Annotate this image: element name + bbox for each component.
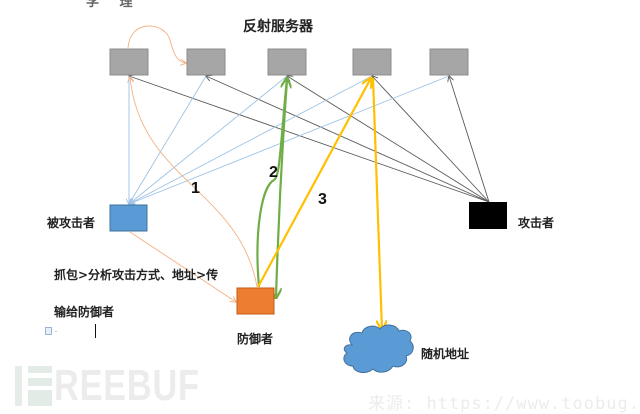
edge-victim-to-defender xyxy=(129,231,236,302)
step-number-1: 1 xyxy=(191,180,200,197)
logo-bar-icon xyxy=(15,366,22,406)
logo-text: REEBUF xyxy=(54,361,200,410)
text-cursor xyxy=(95,324,96,338)
defender-label: 防御者 xyxy=(237,331,273,346)
victim-node xyxy=(109,204,148,232)
edge-server-1-to-server-2 xyxy=(127,25,186,63)
analysis-note-line-1: 抓包>分析攻击方式、地址>传 xyxy=(54,268,219,282)
step-number-3: 3 xyxy=(318,191,327,208)
source-watermark: 来源: https://www.toobug.cn xyxy=(368,394,640,414)
victim-label: 被攻击者 xyxy=(47,215,95,230)
server-node-3 xyxy=(267,48,307,76)
edge-attacker-to-server-5 xyxy=(449,76,490,203)
edge-server-4-to-victim xyxy=(129,75,373,204)
logo-f-icon xyxy=(28,366,52,406)
random-address-cloud xyxy=(343,324,414,374)
server-node-4 xyxy=(352,48,392,76)
edge-server-2-to-victim xyxy=(129,75,207,204)
random-address-label: 随机地址 xyxy=(421,346,469,361)
edge-attacker-to-server-2 xyxy=(206,76,490,203)
server-node-1 xyxy=(109,48,149,76)
edge-defender-to-server-4 xyxy=(257,78,371,288)
edge-defender-to-server-3 xyxy=(256,78,287,288)
step-number-2: 2 xyxy=(269,164,278,181)
defender-node xyxy=(236,287,275,315)
edge-server-4-to-random_address xyxy=(371,77,382,330)
server-node-2 xyxy=(186,48,226,76)
edge-attacker-to-server-1 xyxy=(129,76,490,203)
paste-options-icon[interactable] xyxy=(45,327,52,335)
attacker-node xyxy=(469,202,507,229)
server-node-5 xyxy=(429,48,469,76)
edge-attacker-to-server-3 xyxy=(287,76,490,203)
edges-layer xyxy=(127,25,490,330)
edge-server-5-to-victim xyxy=(129,75,450,204)
diagram-title: 反射服务器 xyxy=(243,18,314,35)
edge-attacker-to-server-4 xyxy=(372,76,490,203)
edge-defender-to-server-1 xyxy=(130,77,258,288)
edge-server-3-to-defender xyxy=(276,79,289,298)
freebuf-watermark-logo: REEBUF xyxy=(15,361,241,410)
attacker-label: 攻击者 xyxy=(518,215,554,230)
cut-off-heading: 学 理 xyxy=(86,0,141,10)
reflection-servers xyxy=(109,48,469,76)
edge-server-3-to-victim xyxy=(129,75,288,204)
analysis-note-line-2: 输给防御者 xyxy=(54,305,115,319)
paste-options-dropdown-icon[interactable] xyxy=(55,331,57,332)
